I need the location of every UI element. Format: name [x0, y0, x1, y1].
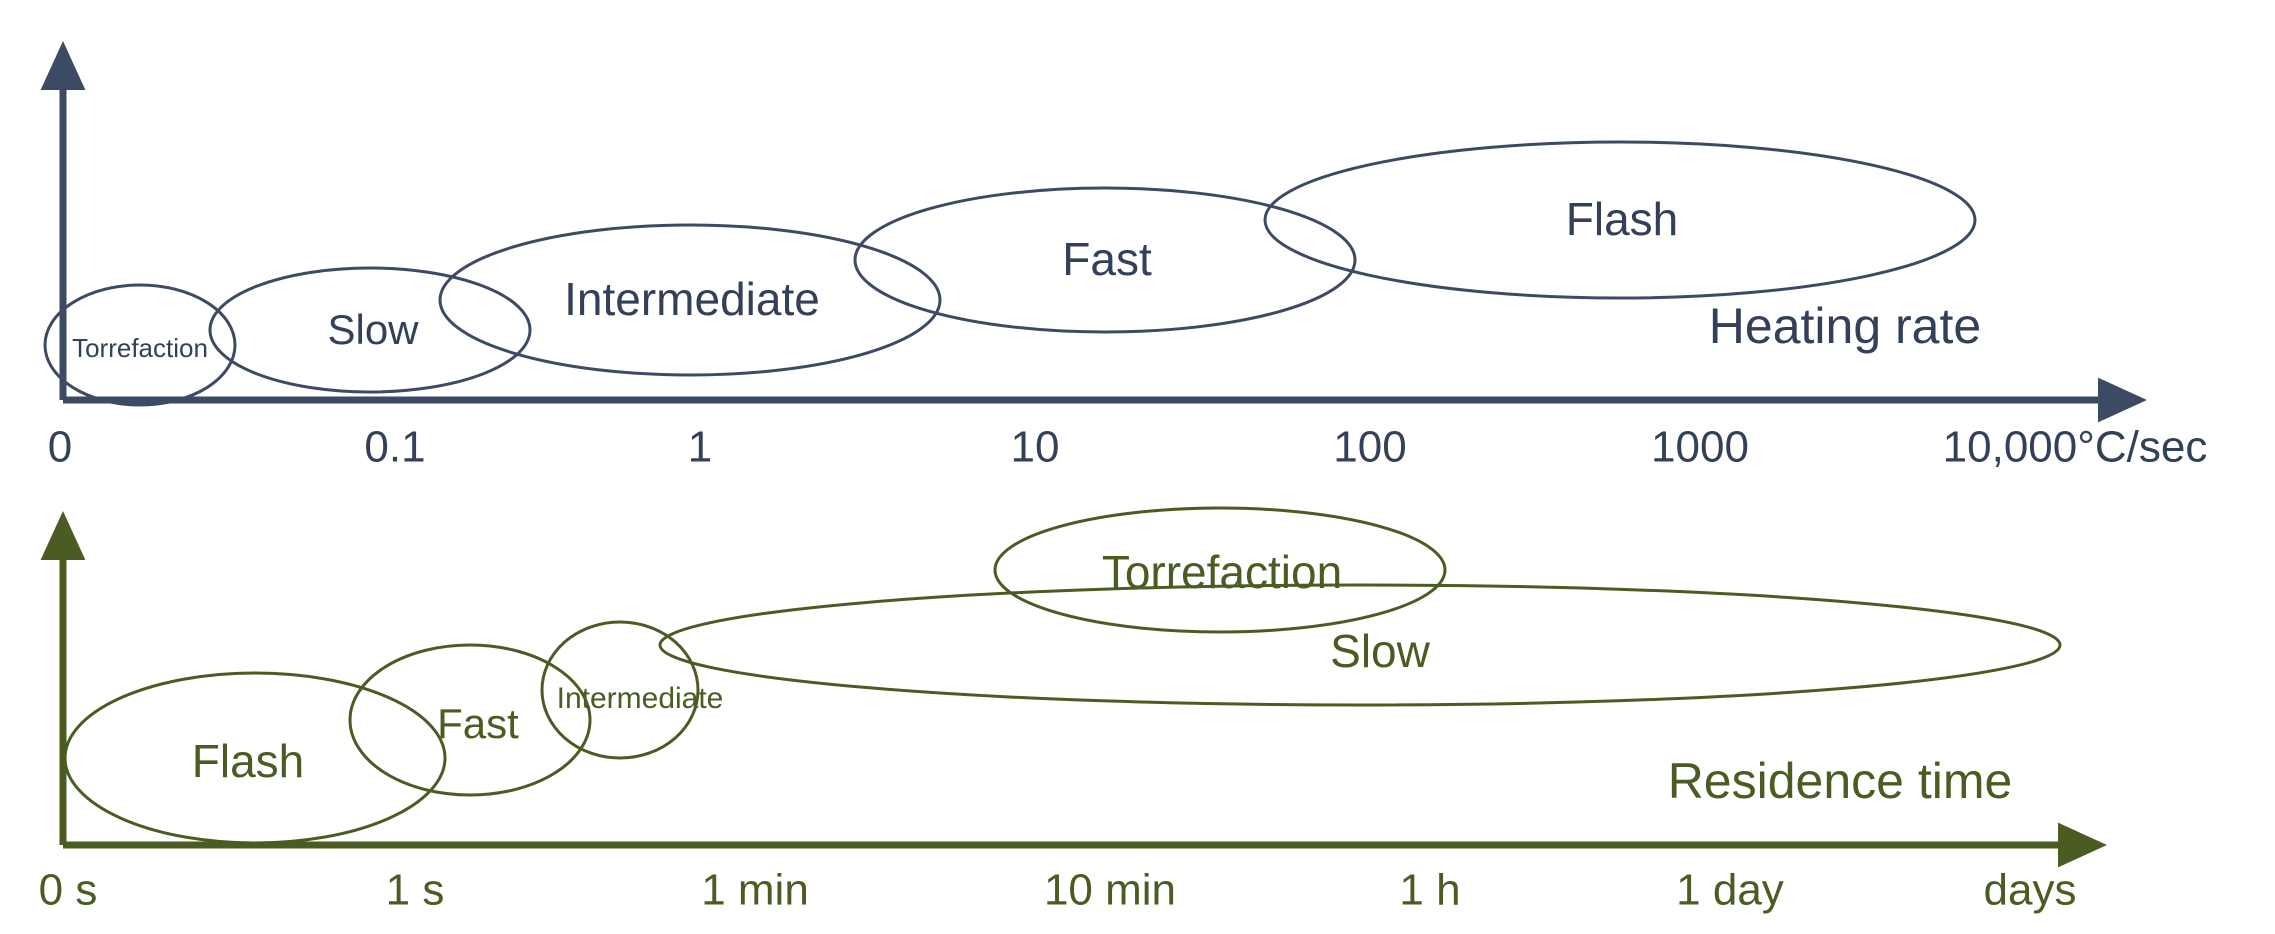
bubble-label: Intermediate [564, 273, 820, 325]
bubble-ellipse [43, 283, 237, 407]
bubble-ellipse [853, 186, 1357, 334]
bubble-flash-heating: Flash [1263, 140, 1977, 300]
residence-time-chart: Flash Fast Intermediate Slow Torrefactio… [39, 506, 2107, 915]
residence-time-tick-2: 1 min [701, 866, 809, 915]
heating-rate-tick-2: 1 [688, 423, 712, 472]
heating-rate-axis-title: Heating rate [1709, 298, 1981, 354]
heating-rate-chart: Torrefaction Slow Intermediate Fast Flas… [40, 41, 2208, 472]
residence-time-tick-0: 0 s [39, 866, 98, 915]
residence-time-tick-1: 1 s [386, 866, 445, 915]
bubble-ellipse [540, 620, 700, 760]
bubble-ellipse [1263, 140, 1977, 300]
bubble-ellipse [348, 643, 592, 797]
residence-time-tick-3: 10 min [1044, 866, 1176, 915]
bubble-intermediate-residence: Intermediate [540, 620, 724, 760]
bubble-slow-residence: Slow [658, 583, 2062, 707]
bubble-fast-heating: Fast [853, 186, 1357, 334]
bubble-fast-residence: Fast [348, 643, 592, 797]
bubble-ellipse [63, 671, 447, 845]
bubble-torrefaction-residence: Torrefaction [993, 506, 1447, 634]
bubble-ellipse [993, 506, 1447, 634]
bubble-ellipse [658, 583, 2062, 707]
bubble-label: Intermediate [557, 682, 724, 715]
heating-rate-tick-3: 10 [1011, 423, 1060, 472]
heating-rate-tick-6: 10,000°C/sec [1943, 423, 2208, 472]
bubble-ellipse [438, 223, 942, 377]
bubble-label: Slow [327, 306, 419, 353]
bubble-slow-heating: Slow [208, 266, 532, 394]
residence-time-tick-6: days [1984, 866, 2077, 915]
residence-time-tick-4: 1 h [1399, 866, 1460, 915]
bubble-label: Fast [437, 700, 519, 747]
bubble-flash-residence: Flash [63, 671, 447, 845]
heating-rate-tick-1: 0.1 [364, 423, 425, 472]
bubble-label: Flash [1566, 193, 1678, 245]
bubble-label: Fast [1062, 233, 1152, 285]
residence-time-axis-title: Residence time [1668, 753, 2013, 809]
bubble-label: Torrefaction [72, 333, 208, 363]
bubble-label: Flash [192, 735, 304, 787]
bubble-intermediate-heating: Intermediate [438, 223, 942, 377]
bubble-ellipse [208, 266, 532, 394]
bubble-label: Torrefaction [1102, 546, 1342, 598]
bubble-torrefaction-heating: Torrefaction [43, 283, 237, 407]
heating-rate-tick-4: 100 [1333, 423, 1406, 472]
residence-time-tick-5: 1 day [1676, 866, 1784, 915]
heating-rate-tick-0: 0 [48, 423, 72, 472]
bubble-label: Slow [1330, 625, 1430, 677]
heating-rate-tick-5: 1000 [1651, 423, 1749, 472]
